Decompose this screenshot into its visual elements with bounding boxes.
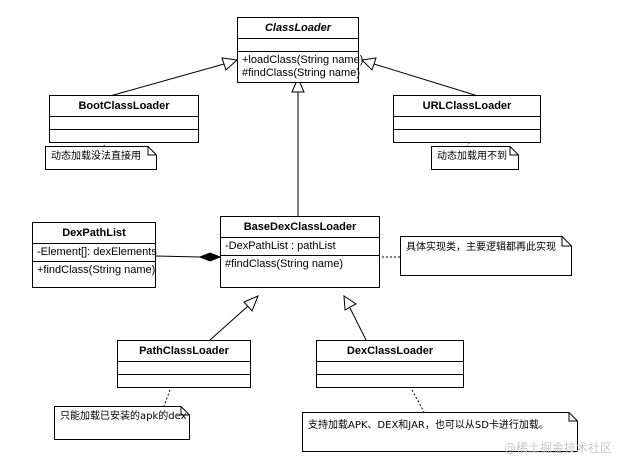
fields-section: -Element[]: dexElements <box>33 244 157 262</box>
class-name: URLClassLoader <box>394 96 540 117</box>
class-dexpathlist: DexPathList -Element[]: dexElements +fin… <box>32 222 157 288</box>
note-path: 只能加载已安装的apk的dex <box>54 406 190 440</box>
fields-section <box>394 117 540 130</box>
path-inheritance-arrowhead <box>243 295 259 312</box>
note-text: 支持加载APK、DEX和JAR，也可以从SD卡进行加载。 <box>308 420 549 431</box>
method: #findClass(String name) <box>225 258 343 270</box>
fields-section <box>238 39 358 52</box>
methods-section: +loadClass(String name) #findClass(Strin… <box>238 52 364 82</box>
fields-section <box>317 362 463 375</box>
fields-section: -DexPathList : pathList <box>221 238 379 256</box>
class-dexclassloader: DexClassLoader <box>316 340 464 388</box>
fields-section <box>50 117 198 130</box>
composition-diamond <box>198 252 222 262</box>
class-classloader: ClassLoader +loadClass(String name) #fin… <box>237 17 364 83</box>
field: -Element[]: dexElements <box>37 246 157 258</box>
methods-section <box>317 375 463 387</box>
note-url: 动态加载用不到 <box>431 146 519 170</box>
note-text: 只能加载已安装的apk的dex <box>60 411 187 422</box>
dex-inheritance-line <box>349 307 367 341</box>
note-border <box>431 146 519 170</box>
class-urlclassloader: URLClassLoader <box>393 95 541 143</box>
basedex-inheritance-arrowhead <box>291 76 305 93</box>
methods-section <box>394 130 540 142</box>
field: -DexPathList : pathList <box>225 240 336 252</box>
note-basedex: 具体实现类，主要逻辑都再此实现 <box>400 236 572 276</box>
methods-section <box>50 130 198 142</box>
class-name: BaseDexClassLoader <box>221 217 379 238</box>
fields-section <box>118 362 250 375</box>
boot-inheritance-arrowhead <box>221 57 239 71</box>
note-border <box>302 412 578 452</box>
note-text: 动态加载没法直接用 <box>51 151 141 162</box>
class-bootclassloader: BootClassLoader <box>49 95 199 143</box>
watermark: @稀土掘金技术社区 <box>503 441 612 455</box>
class-name: PathClassLoader <box>118 341 250 362</box>
note-dex: 支持加载APK、DEX和JAR，也可以从SD卡进行加载。 <box>302 412 578 452</box>
method: +findClass(String name) <box>37 264 156 276</box>
boot-inheritance-line <box>109 63 225 97</box>
url-inheritance-arrowhead <box>360 57 377 71</box>
note-border <box>54 406 190 440</box>
note-border <box>400 236 572 276</box>
class-basedexclassloader: BaseDexClassLoader -DexPathList : pathLi… <box>220 216 380 288</box>
path-note-anchor <box>163 389 171 407</box>
note-border <box>45 146 157 170</box>
dex-inheritance-arrowhead <box>343 295 357 311</box>
method: +loadClass(String name) <box>242 54 364 66</box>
methods-section: +findClass(String name) <box>33 262 155 287</box>
class-pathclassloader: PathClassLoader <box>117 340 251 388</box>
class-name: BootClassLoader <box>50 96 198 117</box>
url-inheritance-line <box>373 63 479 97</box>
note-text: 动态加载用不到 <box>437 151 507 162</box>
methods-section <box>118 375 250 387</box>
method: #findClass(String name) <box>242 67 360 79</box>
dex-note-anchor <box>411 389 425 413</box>
note-text: 具体实现类，主要逻辑都再此实现 <box>406 242 556 253</box>
composition-line <box>155 255 201 258</box>
class-name: DexClassLoader <box>317 341 463 362</box>
class-name: DexPathList <box>33 223 155 244</box>
path-inheritance-line <box>209 305 249 341</box>
methods-section: #findClass(String name) <box>221 256 379 287</box>
note-boot: 动态加载没法直接用 <box>45 146 157 170</box>
class-name: ClassLoader <box>238 18 358 39</box>
